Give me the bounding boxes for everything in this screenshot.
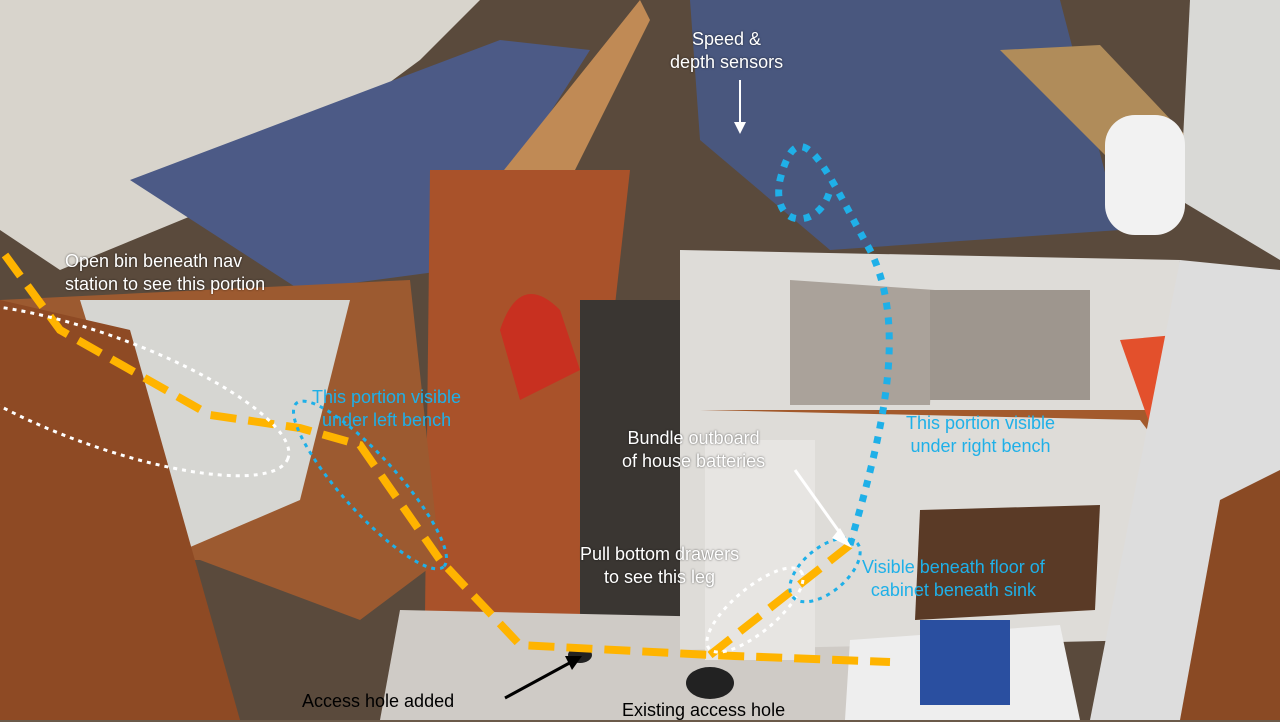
label-line: Visible beneath floor of: [862, 557, 1045, 577]
label-right-bench: This portion visible under right bench: [906, 412, 1055, 458]
sink-right: [930, 290, 1090, 400]
label-line: to see this leg: [604, 567, 716, 587]
paper-towel: [1105, 115, 1185, 235]
blue-box: [920, 620, 1010, 705]
wire-route-leg: [707, 541, 853, 659]
label-line: under left bench: [321, 410, 452, 430]
label-line: Open bin beneath nav: [65, 251, 243, 271]
nav-bin-ellipse: [0, 302, 291, 478]
bundle-arrow-icon: [793, 469, 852, 548]
label-line: This portion visible: [906, 413, 1056, 433]
label-nav-bin: Open bin beneath nav station to see this …: [65, 250, 265, 296]
cabinet-door: [915, 505, 1100, 620]
label-line: cabinet beneath sink: [870, 580, 1036, 600]
wire-route-line: [1, 252, 891, 666]
existing-access-hole-icon: [686, 667, 734, 699]
label-bundle: Bundle outboard of house batteries: [622, 427, 765, 473]
label-drawers: Pull bottom drawers to see this leg: [580, 543, 739, 589]
speed-arrow-icon: [734, 80, 746, 134]
label-sink-cabinet: Visible beneath floor of cabinet beneath …: [862, 556, 1045, 602]
label-left-bench: This portion visible under left bench: [312, 386, 461, 432]
label-line: under right bench: [910, 436, 1051, 456]
sink-ellipse: [788, 536, 862, 604]
access-arrow-icon: [504, 656, 582, 700]
drawers-ellipse: [705, 566, 805, 654]
label-line: depth sensors: [670, 52, 784, 72]
label-line: Speed &: [692, 29, 762, 49]
bilge-opening: [580, 300, 680, 620]
label-access-added: Access hole added: [302, 691, 455, 711]
label-line: This portion visible: [312, 387, 462, 407]
label-line: Bundle outboard: [627, 428, 760, 448]
label-line: station to see this portion: [65, 274, 266, 294]
upper-cabinets: [0, 0, 480, 270]
shop-vac: [500, 294, 580, 400]
sink-left: [790, 280, 935, 405]
label-speed-depth: Speed & depth sensors: [670, 28, 783, 74]
label-line: of house batteries: [622, 451, 766, 471]
label-access-existing: Existing access hole: [622, 700, 786, 720]
nav-door: [0, 300, 240, 720]
label-line: Pull bottom drawers: [580, 544, 740, 564]
bulkhead: [1180, 0, 1280, 260]
drawers: [705, 440, 815, 660]
hidden-route-line: [775, 143, 893, 546]
right-door: [1180, 470, 1280, 720]
